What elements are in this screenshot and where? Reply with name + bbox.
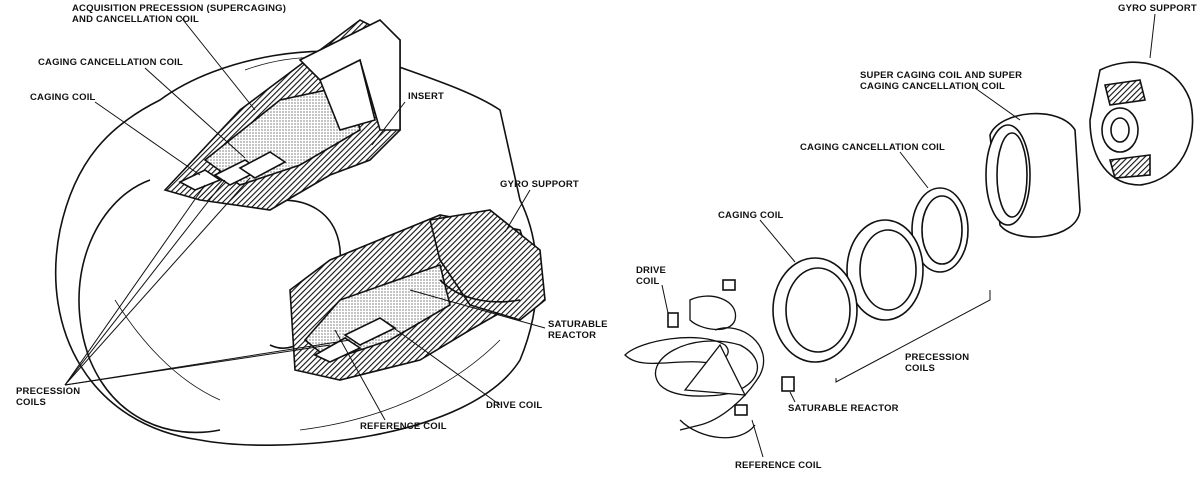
label-saturable-reactor-left: SATURABLE REACTOR (548, 319, 608, 341)
left-leader-lines (64, 15, 546, 421)
caging-ring (772, 257, 858, 363)
drive-coil-part (667, 312, 679, 328)
precession-ring (846, 219, 924, 321)
label-gyro-support-left: GYRO SUPPORT (500, 179, 579, 190)
label-saturable-reactor-right: SATURABLE REACTOR (788, 403, 899, 414)
label-reference-coil-right: REFERENCE COIL (735, 460, 822, 471)
label-drive-coil-left: DRIVE COIL (486, 400, 543, 411)
right-leader-lines (661, 13, 1156, 458)
exploded-view (624, 61, 1194, 439)
small-block (722, 279, 736, 291)
label-caging-cancellation-coil: CAGING CANCELLATION COIL (38, 57, 184, 68)
label-insert: INSERT (408, 91, 445, 102)
cutaway-assembly (54, 19, 546, 446)
label-drive-coil-right: DRIVE COIL (636, 265, 667, 287)
label-precession-coils-right: PRECESSION COILS (905, 352, 970, 374)
label-caging-cancellation-coil-right: CAGING CANCELLATION COIL (800, 142, 946, 153)
caging-cancellation-ring (911, 187, 969, 273)
label-precession-coils-left: PRECESSION COILS (16, 386, 81, 408)
assembly-front-opening (78, 179, 221, 434)
label-acquisition-coil: ACQUISITION PRECESSION (SUPERCAGING) AND… (72, 3, 287, 25)
label-caging-coil-right: CAGING COIL (718, 210, 784, 221)
gyro-support-cutaway (429, 209, 546, 321)
label-super-caging-coil: SUPER CAGING COIL AND SUPER CAGING CANCE… (860, 70, 1023, 92)
drive-coil-loops (624, 295, 765, 439)
label-caging-coil: CAGING COIL (30, 92, 96, 103)
label-reference-coil-left: REFERENCE COIL (360, 421, 447, 432)
reactor-block (781, 376, 795, 392)
label-gyro-support-right: GYRO SUPPORT (1118, 3, 1197, 14)
